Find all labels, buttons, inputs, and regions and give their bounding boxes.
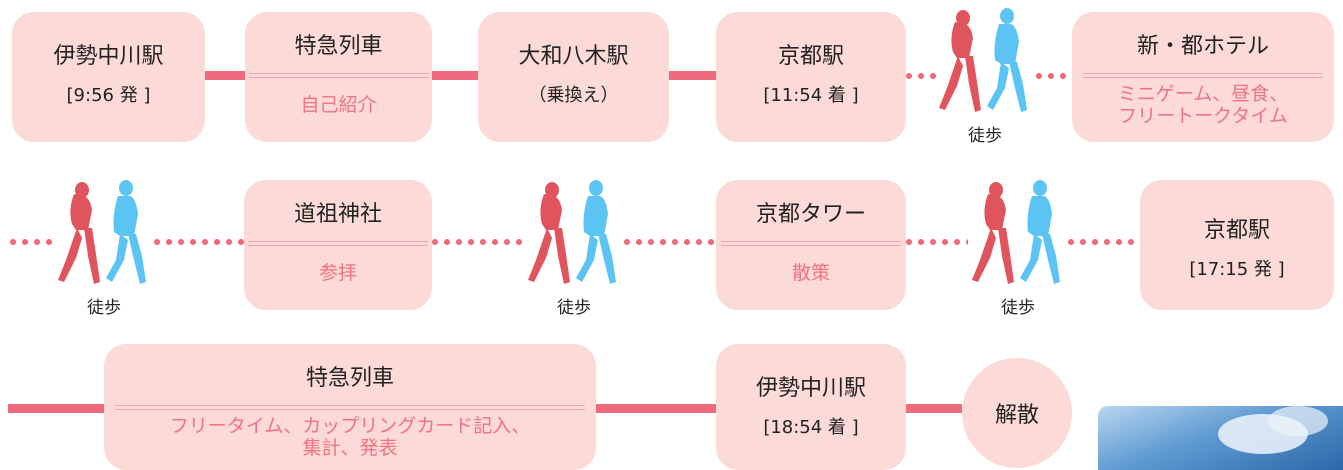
sky-photo [1098, 406, 1343, 470]
train-box: 特急列車 自己紹介 [245, 12, 432, 142]
train-name: 特急列車 [294, 34, 383, 59]
arrival-time: [18:54 着 ] [763, 417, 859, 438]
station-name: 伊勢中川駅 [755, 376, 866, 401]
divider [248, 73, 429, 78]
cloud-shape [1268, 406, 1328, 436]
walking-couple-icon [528, 180, 616, 284]
station-box: 大和八木駅 （乗換え） [478, 12, 669, 142]
tower-box: 京都タワー 散策 [716, 180, 906, 310]
end-circle: 解散 [962, 358, 1072, 468]
station-box: 京都駅 [17:15 発 ] [1140, 180, 1334, 310]
train-name: 特急列車 [305, 366, 394, 391]
hotel-activity-line1: ミニゲーム、昼食、 [1117, 83, 1289, 105]
shrine-name: 道祖神社 [293, 202, 382, 227]
divider [721, 241, 901, 246]
divider [115, 405, 585, 410]
station-name: 大和八木駅 [518, 44, 629, 69]
shrine-box: 道祖神社 参拝 [244, 180, 432, 310]
rail-line [432, 71, 478, 80]
divider [1083, 73, 1323, 78]
walk-label: 徒歩 [968, 126, 1002, 146]
train-activity-line2: 集計、発表 [302, 437, 398, 459]
train-box: 特急列車 フリータイム、カップリングカード記入、 集計、発表 [104, 344, 596, 470]
arrival-time: [11:54 着 ] [763, 85, 859, 106]
walking-path [154, 239, 244, 245]
walking-couple-icon [939, 8, 1027, 112]
station-name: 京都駅 [777, 44, 844, 69]
walking-path [432, 239, 524, 245]
rail-line [596, 404, 716, 413]
walking-couple-icon [972, 180, 1060, 284]
transfer-note: （乗換え） [528, 85, 619, 106]
walking-path [624, 239, 716, 245]
train-activity: 自己紹介 [300, 94, 377, 116]
departure-time: [9:56 発 ] [66, 85, 151, 106]
walk-label: 徒歩 [87, 298, 121, 318]
departure-time: [17:15 発 ] [1189, 259, 1285, 280]
walk-label: 徒歩 [1001, 298, 1035, 318]
station-box: 伊勢中川駅 [18:54 着 ] [716, 344, 906, 470]
hotel-activity-line2: フリートークタイム [1118, 105, 1288, 127]
walk-label: 徒歩 [557, 298, 591, 318]
walking-couple-icon: 徒歩 [524, 180, 624, 318]
hotel-box: 新・都ホテル ミニゲーム、昼食、 フリートークタイム [1072, 12, 1334, 142]
walking-path [1068, 239, 1140, 245]
walking-path [906, 239, 968, 245]
walking-path [10, 239, 54, 245]
walking-path [1036, 73, 1072, 79]
station-name: 伊勢中川駅 [53, 44, 164, 69]
station-name: 京都駅 [1203, 218, 1270, 243]
station-box: 伊勢中川駅 [9:56 発 ] [12, 12, 205, 142]
rail-line [669, 71, 716, 80]
train-activity-line1: フリータイム、カップリングカード記入、 [169, 415, 531, 437]
walking-couple-icon: 徒歩 [968, 180, 1068, 318]
divider [248, 241, 428, 246]
walking-couple-icon: 徒歩 [935, 8, 1035, 146]
station-box: 京都駅 [11:54 着 ] [716, 12, 906, 142]
shrine-activity: 参拝 [318, 262, 357, 284]
rail-line [906, 404, 962, 413]
tower-name: 京都タワー [755, 202, 866, 227]
hotel-name: 新・都ホテル [1136, 34, 1269, 59]
walking-path [906, 73, 936, 79]
rail-line [8, 404, 104, 413]
rail-line [205, 71, 245, 80]
tower-activity: 散策 [791, 262, 830, 284]
walking-couple-icon [58, 180, 146, 284]
walking-couple-icon: 徒歩 [54, 180, 154, 318]
